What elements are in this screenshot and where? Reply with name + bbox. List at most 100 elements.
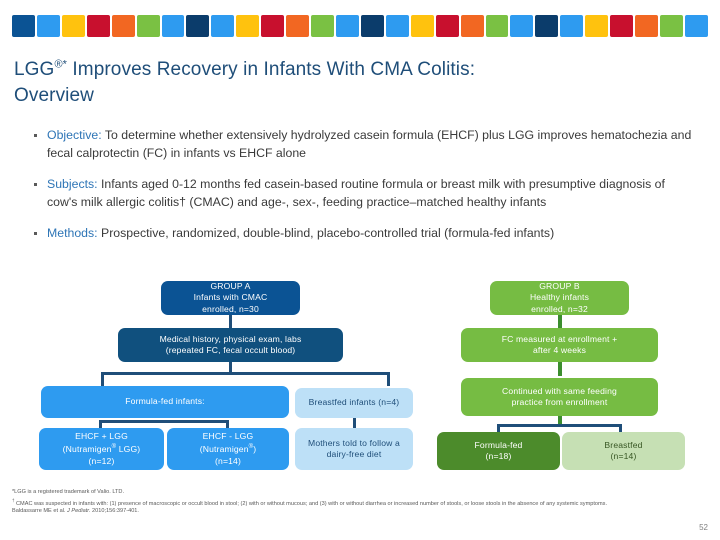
color-swatch-17 [435,15,459,37]
connector-a-formulafed-to-split [99,420,102,428]
connector-b-group-to-assess [558,308,562,328]
node-b-continued-feeding[interactable]: Continued with same feeding practice fro… [461,378,658,416]
node-b-breastfed[interactable]: Breastfed (n=14) [562,432,685,470]
color-swatch-23 [585,15,609,37]
node-a-ehcf-minus-lgg-brand-rest: ) [253,444,257,455]
color-swatch-4 [111,15,135,37]
connector-a-formulafed-right-down [226,420,229,428]
node-a-breastfed-infants[interactable]: Breastfed infants (n=4) [295,388,413,418]
footnote-dagger-marker: † [12,497,15,503]
citation-journal: J Pediatr. [67,508,91,515]
node-a-ehcf-plus-lgg-line1: EHCF + LGG [75,430,128,441]
color-swatch-8 [211,15,235,37]
connector-b-assess-to-continued [558,358,562,376]
bullet-methods: Methods: Prospective, randomized, double… [32,225,692,243]
node-a-ehcf-minus-lgg-brand: (Nutramigen [199,444,249,455]
node-a-ehcf-plus-lgg-brand-rest: LGG) [116,444,141,455]
node-b-formula-fed-line1: Formula-fed [474,439,523,450]
node-a-ehcf-minus-lgg-line2: (Nutramigen®) [200,442,257,455]
color-swatch-26 [659,15,683,37]
color-swatch-25 [635,15,658,37]
slide-page-number: 52 [699,523,708,532]
node-a-ehcf-plus-lgg[interactable]: EHCF + LGG (Nutramigen® LGG) (n=12) [39,428,164,470]
bullet-subjects-label: Subjects: [47,177,98,191]
page-title: LGG®* Improves Recovery in Infants With … [14,52,654,109]
connector-a-assess-to-split [229,358,232,372]
connector-a-split-right-down [387,372,390,386]
node-group-a-line3: enrolled, n=30 [202,303,259,314]
connector-a-group-to-assess [229,308,232,328]
node-a-ehcf-minus-lgg-regmark: ® [248,444,254,451]
node-b-formula-fed[interactable]: Formula-fed (n=18) [437,432,560,470]
node-a-ehcf-plus-lgg-regmark: ® [111,444,117,451]
color-swatch-22 [560,15,584,37]
color-swatch-24 [610,15,634,37]
connector-a-breastfed-to-mothers [353,418,356,428]
node-a-formula-fed-label: Formula-fed infants: [125,396,205,407]
bullet-subjects: Subjects: Infants aged 0-12 months fed c… [32,176,692,211]
connector-b-split-horizontal [497,424,622,427]
node-group-a-line2: Infants with CMAC [193,292,268,303]
color-swatch-5 [136,15,160,37]
color-swatch-21 [535,15,559,37]
connector-a-split-left-down [101,372,104,386]
title-line-2: Overview [14,85,94,107]
title-lgg-text: LGG [14,59,55,81]
color-swatch-15 [385,15,409,37]
connector-b-split-left-down [497,424,500,432]
node-group-b-title: GROUP B [539,280,580,291]
node-a-ehcf-plus-lgg-line2: (Nutramigen® LGG) [63,442,141,455]
color-swatch-19 [485,15,509,37]
node-group-b-line2: Healthy infants [529,292,590,303]
citation-authors: Baldassarre ME et al. [12,508,68,515]
bullet-subjects-text: Infants aged 0-12 months fed casein-base… [47,177,665,209]
color-swatch-0 [12,15,35,37]
node-b-continued-line1: Continued with same feeding [502,385,617,396]
color-swatch-2 [61,15,85,37]
bullet-methods-text: Prospective, randomized, double-blind, p… [97,226,555,240]
node-a-ehcf-plus-lgg-line3: (n=12) [88,455,115,466]
node-b-fc-measurement-line2: after 4 weeks [532,345,587,355]
node-group-b[interactable]: GROUP B Healthy infants enrolled, n=32 [490,281,629,315]
node-b-continued-line2: practice from enrollment [511,397,608,407]
overview-bullet-list: Objective: To determine whether extensiv… [32,127,692,257]
node-a-formula-fed-infants[interactable]: Formula-fed infants: [41,386,289,418]
color-swatch-11 [286,15,310,37]
node-b-fc-measurement[interactable]: FC measured at enrollment + after 4 week… [461,328,658,362]
node-a-mothers-line1: Mothers told to follow a [308,437,400,448]
color-swatch-1 [36,15,60,37]
node-a-ehcf-minus-lgg[interactable]: EHCF - LGG (Nutramigen®) (n=14) [167,428,289,470]
color-swatch-12 [311,15,334,37]
color-swatch-18 [460,15,484,37]
connector-b-split-right-down [619,424,622,432]
title-line-1-rest: Improves Recovery in Infants With CMA Co… [67,59,476,81]
node-a-ehcf-minus-lgg-line3: (n=14) [215,455,241,466]
node-a-assessment-line2: (repeated FC, fecal occult blood) [165,345,296,355]
node-a-assessment-line1: Medical history, physical exam, labs [159,333,302,344]
study-design-flowchart: GROUP A Infants with CMAC enrolled, n=30… [0,270,720,485]
footnote-trademark: *LGG is a registered trademark of Valio.… [12,489,125,495]
bullet-objective: Objective: To determine whether extensiv… [32,127,692,162]
node-b-breastfed-line1: Breastfed [604,439,643,450]
color-swatch-3 [86,15,110,37]
color-swatch-6 [161,15,185,37]
node-b-breastfed-line2: (n=14) [610,451,637,461]
title-trademark-mark: ®* [54,59,68,71]
color-swatch-14 [360,15,384,37]
footnote-cmac-text: CMAC was suspected in infants with: (1) … [14,500,608,507]
node-a-ehcf-plus-lgg-brand: (Nutramigen [62,444,112,455]
connector-b-continued-to-split [558,416,562,426]
color-swatch-7 [186,15,210,37]
bullet-objective-label: Objective: [47,128,102,142]
citation: Baldassarre ME et al. J Pediatr. 2010;15… [12,508,612,516]
node-group-b-line3: enrolled, n=32 [531,303,588,314]
node-group-a[interactable]: GROUP A Infants with CMAC enrolled, n=30 [161,281,300,315]
node-a-breastfed-label: Breastfed infants (n=4) [308,397,400,408]
footnotes-block: *LGG is a registered trademark of Valio.… [12,489,612,516]
color-swatch-10 [261,15,285,37]
title-line-1: LGG®* Improves Recovery in Infants With … [14,59,475,80]
color-swatch-27 [684,15,708,37]
decorative-color-strip [12,15,708,37]
node-a-mothers-dairy-free[interactable]: Mothers told to follow a dairy-free diet [295,428,413,470]
node-a-assessment[interactable]: Medical history, physical exam, labs (re… [118,328,343,362]
